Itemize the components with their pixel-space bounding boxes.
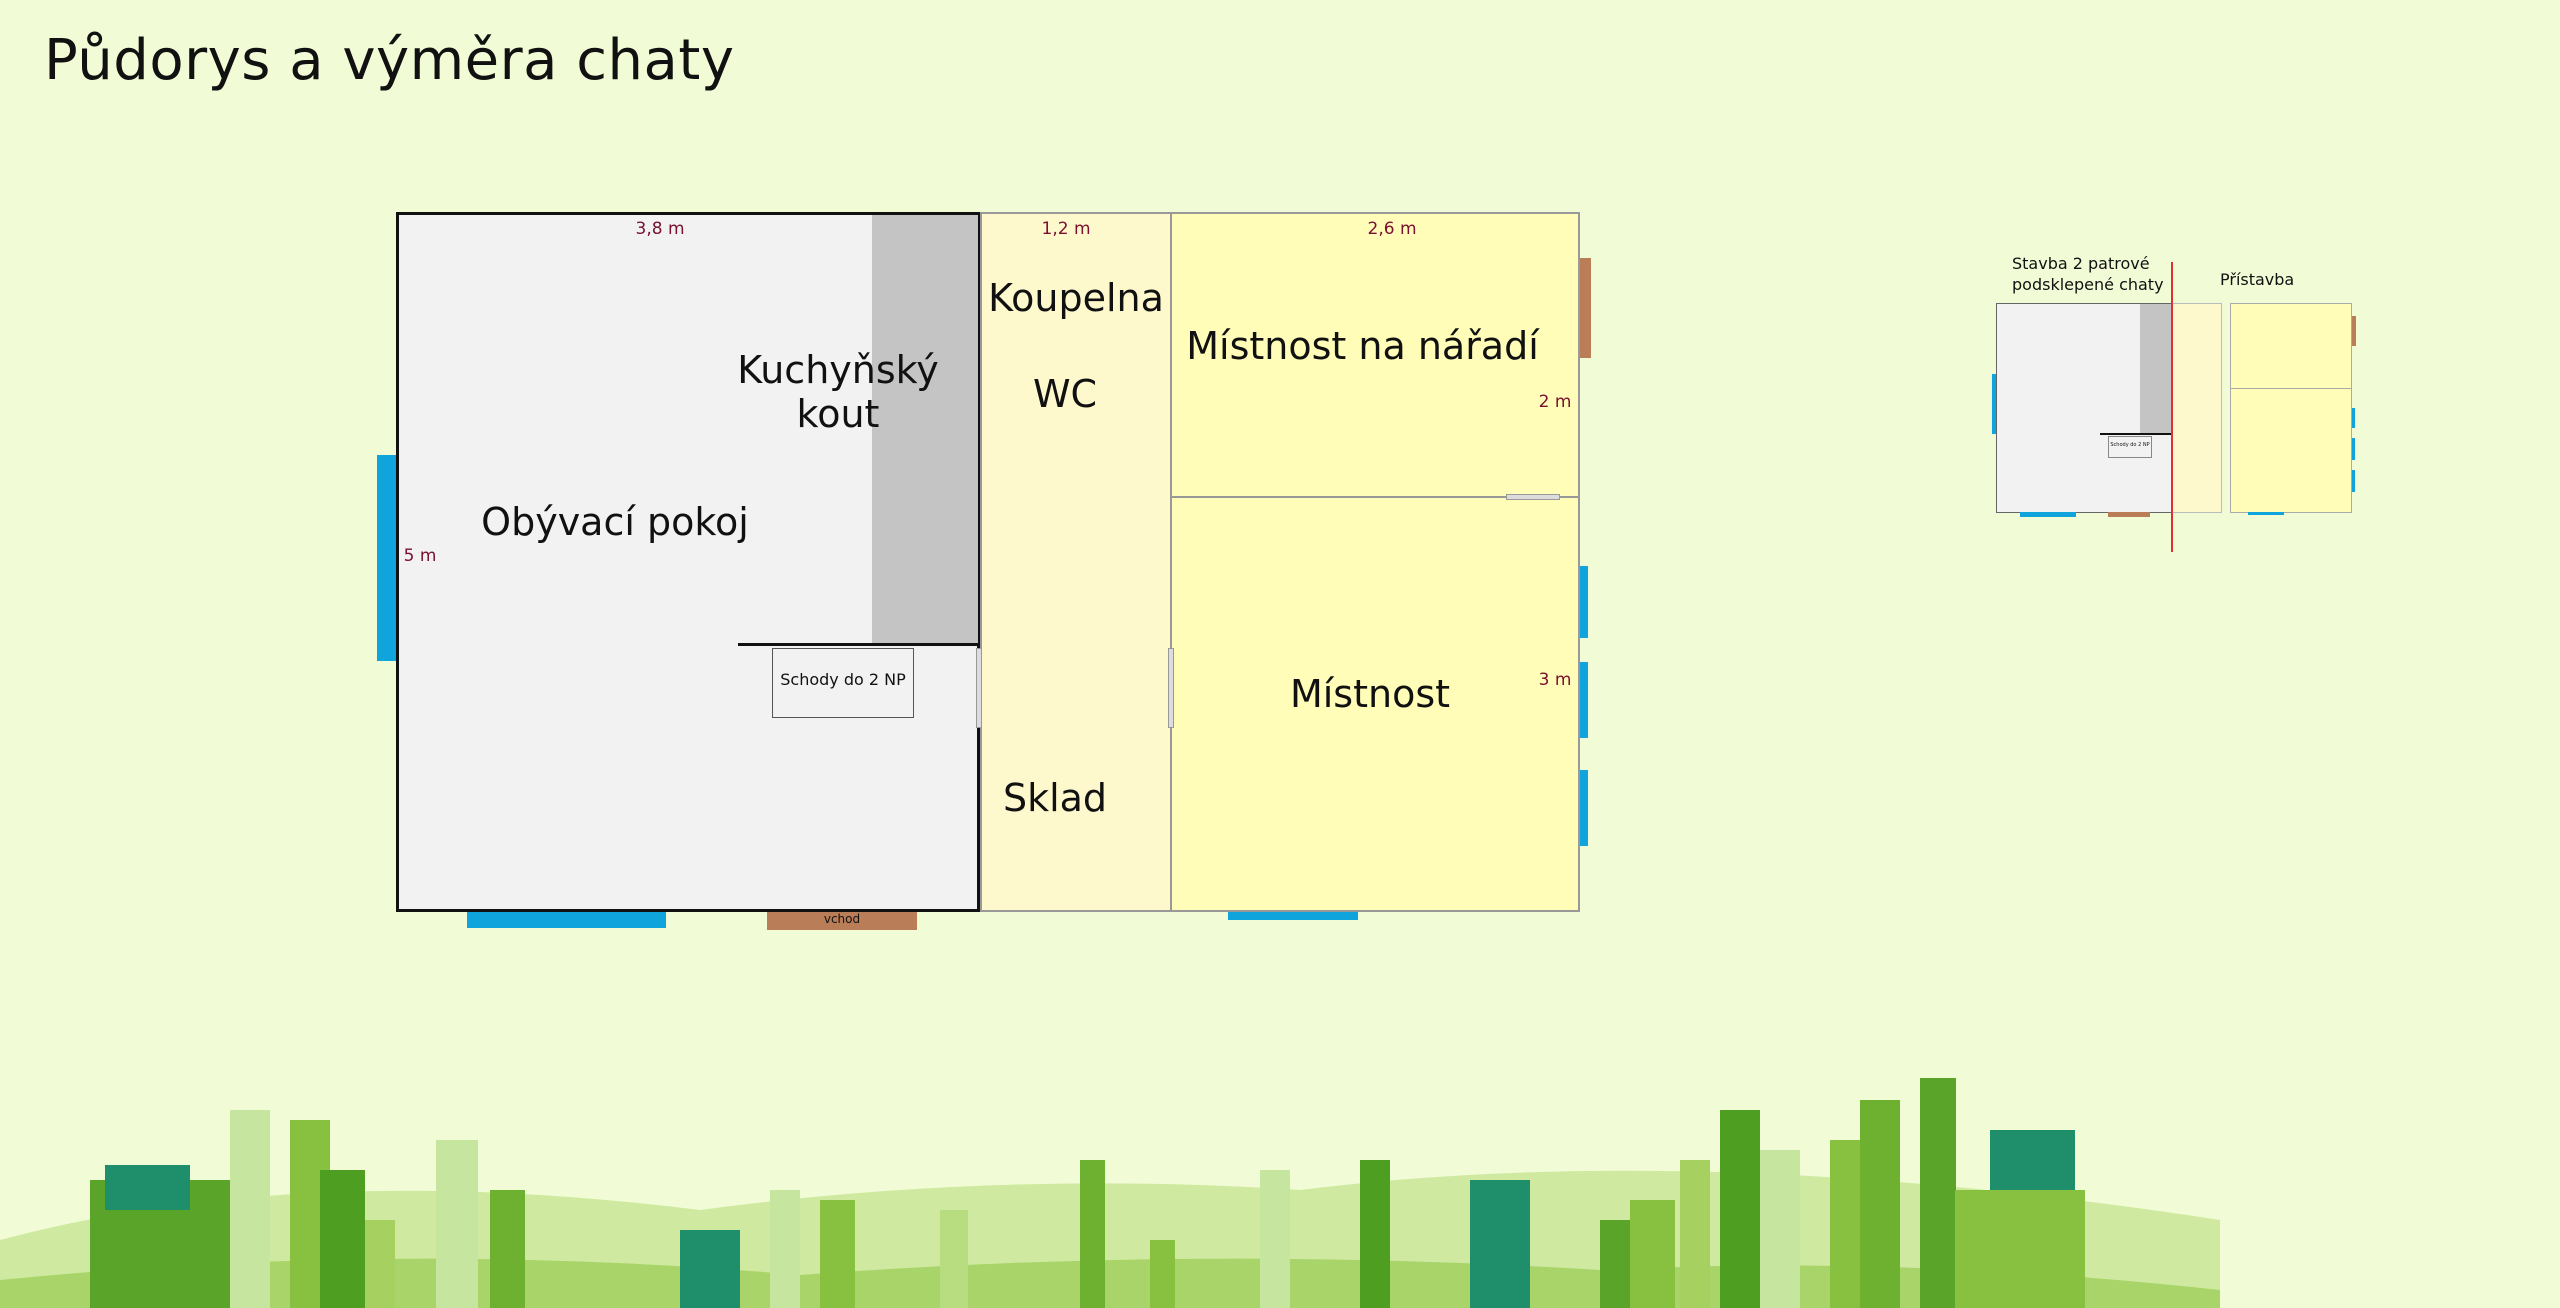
overview-tool-door — [2352, 316, 2356, 346]
tool-room-door — [1580, 258, 1591, 358]
overview-door — [2108, 512, 2150, 517]
overview-kitchen — [2140, 304, 2172, 434]
overview-right-label: Přístavba — [2220, 270, 2295, 289]
room-door-marker — [1168, 648, 1174, 728]
kitchen-label-line1: Kuchyňský — [737, 348, 939, 392]
living-width-dimension: 3,8 m — [635, 219, 685, 239]
living-depth-dimension: 5 m — [403, 546, 437, 566]
overview-stairs-box — [2108, 436, 2152, 458]
room-depth-dimension: 3 m — [1538, 670, 1572, 690]
overview-stairs-line — [2100, 433, 2172, 435]
overview-divider — [2171, 262, 2173, 552]
page-title: Půdorys a výměra chaty — [44, 28, 735, 93]
overview-tool-room — [2230, 303, 2352, 389]
entrance-door — [767, 912, 917, 930]
living-room-label: Obývací pokoj — [481, 500, 749, 544]
bathroom-label: Koupelna — [988, 276, 1164, 320]
tool-depth-dimension: 2 m — [1538, 392, 1572, 412]
window-south-2 — [1228, 912, 1358, 920]
tool-room-label: Místnost na nářadí — [1186, 324, 1539, 368]
overview-left-label-2: podsklepené chaty — [2012, 275, 2164, 294]
room — [1170, 496, 1580, 912]
tool-room — [1170, 212, 1580, 498]
wc-label: WC — [1032, 372, 1098, 416]
window-east-3 — [1580, 770, 1588, 846]
kitchen-label-line2: kout — [796, 392, 880, 436]
kitchen-area — [872, 215, 978, 645]
stairs-box — [772, 648, 914, 718]
overview-left-label-1: Stavba 2 patrové — [2012, 254, 2150, 273]
storage-label: Sklad — [1002, 776, 1108, 820]
entrance-label: vchod — [823, 912, 861, 926]
window-south-1 — [467, 912, 666, 928]
overview-window-west — [1992, 374, 1996, 434]
city-skyline-illustration — [0, 1078, 2220, 1308]
stairs-label: Schody do 2 NP — [780, 670, 906, 689]
overview-window-east-1 — [2352, 408, 2355, 428]
window-west — [377, 455, 396, 661]
bath-width-dimension: 1,2 m — [1041, 219, 1091, 239]
overview-room — [2230, 388, 2352, 513]
bath-door-marker — [976, 648, 982, 728]
overview-bath — [2172, 303, 2222, 513]
tool-width-dimension: 2,6 m — [1367, 219, 1417, 239]
overview-window-east-3 — [2352, 470, 2355, 492]
room-label: Místnost — [1289, 672, 1451, 716]
stairs-wall — [738, 643, 980, 646]
overview-diagram: Stavba 2 patrové podsklepené chaty Příst… — [1990, 250, 2370, 560]
window-east-2 — [1580, 662, 1588, 738]
window-east-1 — [1580, 566, 1588, 638]
overview-window-south-2 — [2248, 512, 2284, 515]
overview-window-east-2 — [2352, 438, 2355, 460]
overview-stairs-label: Schody do 2 NP — [2110, 442, 2150, 448]
tool-door-marker — [1506, 494, 1560, 500]
buildings — [90, 1078, 2085, 1308]
overview-window-south — [2020, 512, 2076, 517]
